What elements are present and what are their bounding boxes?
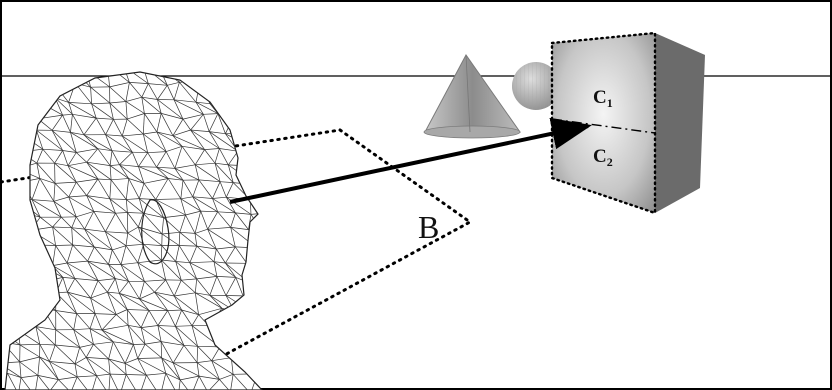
box-split-line [551,118,656,134]
region-b-outline [0,128,473,390]
label-c1: C1 [593,87,613,110]
label-b: B [418,209,439,245]
cone-icon [423,54,521,139]
wireframe-head-icon [4,71,263,390]
sphere-icon [512,62,560,110]
label-c2: C2 [593,146,613,169]
gaze-arrow [229,117,592,204]
box-side-face [655,33,705,213]
box-icon [550,31,705,215]
box-front-face [552,33,655,213]
